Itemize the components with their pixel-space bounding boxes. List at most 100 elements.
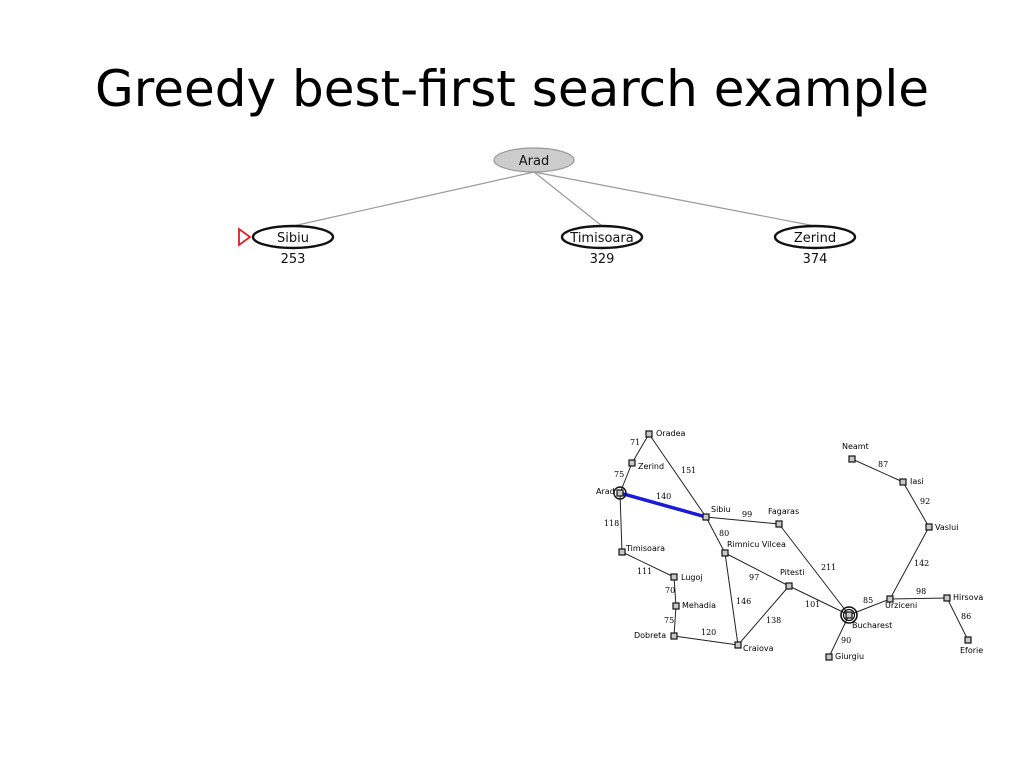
road-oradea-zerind <box>631 433 650 464</box>
distance-label: 120 <box>701 628 716 637</box>
city-marker-dobreta <box>670 632 678 640</box>
road-rimnicu-craiova <box>724 552 739 646</box>
tree-node-label: Arad <box>519 154 549 169</box>
city-marker-arad <box>616 489 624 497</box>
city-label-vaslui: Vaslui <box>935 523 958 532</box>
road-fagaras-bucharest <box>778 523 850 616</box>
road-urziceni-hirsova <box>889 597 948 600</box>
city-label-mehadia: Mehadia <box>682 601 716 610</box>
road-iasi-neamt <box>851 458 904 483</box>
tree-node-label: Zerind <box>794 231 836 246</box>
distance-label: 87 <box>878 460 888 469</box>
road-arad-sibiu-highlighted <box>619 491 707 519</box>
city-marker-rimnicu <box>721 549 729 557</box>
slide-title: Greedy best-first search example <box>95 60 929 118</box>
road-dobreta-craiova <box>673 635 739 646</box>
city-marker-bucharest <box>845 611 853 619</box>
distance-label: 146 <box>736 597 751 606</box>
city-label-timisoara: Timisoara <box>625 544 665 553</box>
goal-inner-ring-icon <box>842 608 856 622</box>
road-sibiu-rimnicu <box>705 516 726 554</box>
city-marker-zerind <box>628 459 636 467</box>
city-marker-pitesti <box>785 582 793 590</box>
road-timisoara-lugoj <box>621 551 675 578</box>
city-marker-neamt <box>848 455 856 463</box>
city-marker-vaslui <box>925 523 933 531</box>
road-pitesti-bucharest <box>788 585 850 616</box>
city-marker-sibiu <box>702 513 710 521</box>
distance-label: 80 <box>719 529 729 538</box>
city-label-rimnicu: Rimnicu Vilcea <box>727 540 786 549</box>
map-city-labels: Oradea Zerind Arad Sibiu Fagaras Timisoa… <box>596 429 983 661</box>
distance-label: 98 <box>916 587 926 596</box>
tree-edge-arad-timisoara <box>533 171 603 227</box>
distance-label: 111 <box>637 567 652 576</box>
tree-node-label: Timisoara <box>569 231 633 246</box>
road-rimnicu-pitesti <box>724 552 790 587</box>
city-label-craiova: Craiova <box>743 644 774 653</box>
distance-label: 92 <box>920 497 930 506</box>
distance-label: 211 <box>821 563 836 572</box>
city-label-giurgiu: Giurgiu <box>835 652 864 661</box>
city-marker-timisoara <box>618 548 626 556</box>
tree-node-sibiu[interactable]: Sibiu 253 <box>251 224 335 267</box>
tree-node-timisoara[interactable]: Timisoara 329 <box>560 224 644 267</box>
distance-label: 99 <box>742 510 752 519</box>
road-arad-timisoara <box>619 492 623 553</box>
tree-edge-arad-sibiu <box>292 171 535 227</box>
city-marker-mehadia <box>672 602 680 610</box>
city-label-eforie: Eforie <box>960 646 983 655</box>
city-label-sibiu: Sibiu <box>711 505 731 514</box>
selection-marker-icon <box>238 227 252 247</box>
road-mehadia-dobreta <box>673 605 677 637</box>
start-ring-icon <box>613 486 627 500</box>
tree-node-label: Sibiu <box>277 231 309 246</box>
road-oradea-sibiu <box>648 433 707 518</box>
city-label-bucharest: Bucharest <box>852 621 892 630</box>
tree-edge-arad-zerind <box>533 171 816 227</box>
goal-ring-icon <box>840 606 858 624</box>
city-label-iasi: Iasi <box>910 477 924 486</box>
city-label-oradea: Oradea <box>656 429 685 438</box>
city-marker-urziceni <box>886 595 894 603</box>
distance-label: 86 <box>961 612 971 621</box>
road-hirsova-eforie <box>946 597 969 641</box>
city-marker-oradea <box>645 430 653 438</box>
heuristic-value: 374 <box>803 252 828 267</box>
distance-label: 75 <box>614 470 624 479</box>
tree-node-arad[interactable]: Arad <box>493 147 575 173</box>
road-sibiu-fagaras <box>705 516 780 525</box>
distance-label: 97 <box>749 573 759 582</box>
city-marker-lugoj <box>670 573 678 581</box>
road-pitesti-craiova <box>737 585 790 646</box>
city-label-pitesti: Pitesti <box>780 568 804 577</box>
city-label-lugoj: Lugoj <box>681 573 703 582</box>
distance-label: 151 <box>681 466 696 475</box>
city-marker-hirsova <box>943 594 951 602</box>
distance-label: 70 <box>665 586 675 595</box>
city-marker-iasi <box>899 478 907 486</box>
distance-label: 85 <box>863 596 873 605</box>
road-vaslui-iasi <box>902 481 930 528</box>
distance-label: 71 <box>630 438 640 447</box>
city-label-fagaras: Fagaras <box>768 507 799 516</box>
romania-map: Oradea Zerind Arad Sibiu Fagaras Timisoa… <box>596 429 983 661</box>
distance-label: 118 <box>604 519 619 528</box>
city-marker-craiova <box>734 641 742 649</box>
distance-label: 101 <box>805 600 820 609</box>
map-distance-labels: 71 75 151 140 118 99 80 211 111 70 75 12… <box>604 438 971 645</box>
city-label-hirsova: Hirsova <box>953 593 983 602</box>
city-label-neamt: Neamt <box>842 442 869 451</box>
distance-label: 75 <box>664 616 674 625</box>
map-city-markers <box>616 430 972 661</box>
distance-label: 90 <box>841 636 851 645</box>
road-lugoj-mehadia <box>673 576 677 607</box>
heuristic-value: 253 <box>281 252 306 267</box>
city-label-arad: Arad <box>596 487 615 496</box>
tree-node-zerind[interactable]: Zerind 374 <box>773 224 857 267</box>
city-marker-giurgiu <box>825 653 833 661</box>
heuristic-value: 329 <box>590 252 615 267</box>
city-label-dobreta: Dobreta <box>634 631 666 640</box>
city-marker-eforie <box>964 636 972 644</box>
